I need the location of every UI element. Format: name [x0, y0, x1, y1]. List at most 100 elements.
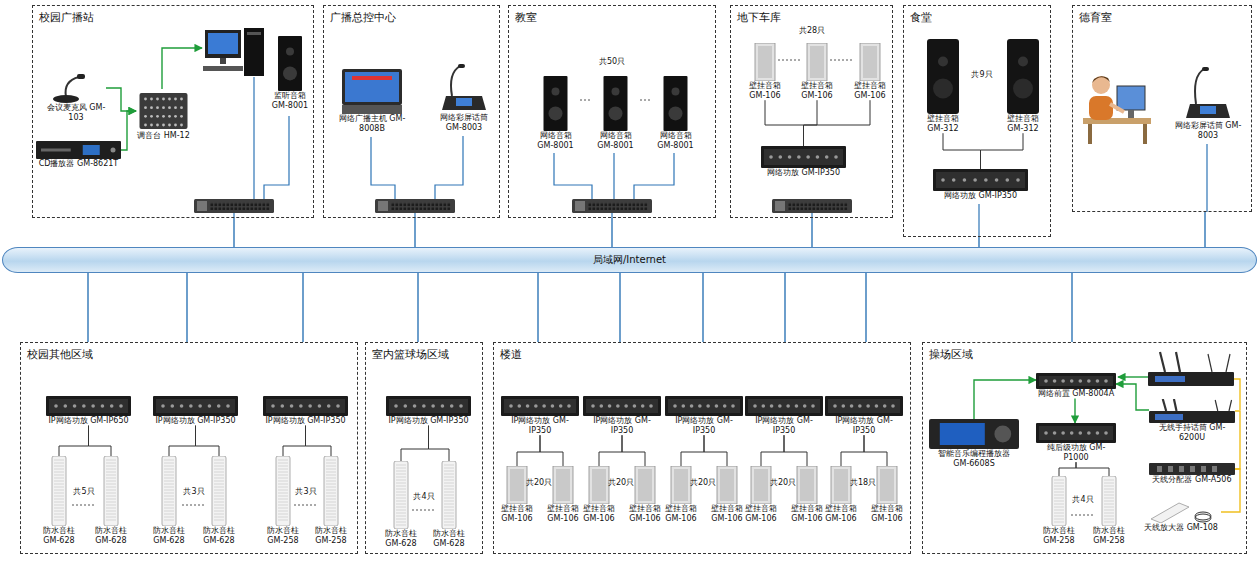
device-label: 防水音柱 GM-628	[381, 529, 421, 548]
device-icon	[533, 76, 578, 131]
device-node: 防水音柱 GM-258	[1039, 476, 1079, 545]
repeat-dots	[182, 505, 206, 506]
device-label: 天线分配器 GM-A506	[1149, 475, 1235, 485]
device-icon	[745, 396, 823, 416]
connector	[981, 133, 1024, 169]
network-wire	[264, 116, 289, 199]
network-wire	[435, 136, 463, 199]
device-label: 监听音箱 GM-8001	[269, 91, 311, 110]
connector	[1235, 411, 1240, 469]
connector	[196, 426, 220, 456]
device-icon	[999, 39, 1047, 114]
connector	[186, 273, 187, 342]
connector	[681, 435, 704, 466]
antenna-wire	[1234, 379, 1240, 410]
device-node: 防水音柱 GM-628	[39, 456, 79, 545]
device-label: 网络功放 GM-IP350	[761, 168, 846, 178]
device-node: 会议麦克风 GM-103	[46, 73, 106, 122]
connector	[978, 237, 979, 247]
person-illustration	[1128, 110, 1134, 118]
device-node: 无线手持话筒 GM-6200U	[1149, 399, 1235, 442]
device-node: 纯后级功放 GM-P1000	[1036, 423, 1116, 462]
connector	[89, 426, 112, 456]
audio-wire	[162, 48, 202, 89]
device-icon	[91, 456, 131, 526]
device-node: 壁挂音箱 GM-106	[545, 466, 581, 523]
device-label: 网络彩屏话筒 GM-8003	[1173, 121, 1243, 140]
device-icon	[1141, 501, 1221, 523]
device-label: IP网络功放 GM-IP350	[501, 416, 579, 435]
wireless-receiver-illustration	[1176, 352, 1180, 372]
device-label: 壁挂音箱 GM-106	[869, 504, 905, 523]
device-icon	[1149, 399, 1235, 423]
device-icon	[919, 39, 967, 114]
device-label: 防水音柱 GM-258	[311, 526, 351, 545]
person-illustration	[1083, 76, 1151, 144]
device-label: 壁挂音箱 GM-106	[744, 81, 786, 100]
connector	[864, 435, 887, 466]
region-heading: 校园其他区域	[21, 344, 99, 365]
device-icon	[136, 91, 191, 131]
connector	[414, 218, 415, 247]
device-icon	[311, 456, 351, 526]
person-illustration	[1110, 104, 1124, 112]
device-node: 壁挂音箱 GM-106	[823, 466, 859, 523]
wireless-receiver-illustration	[1148, 372, 1234, 386]
device-icon	[761, 146, 846, 168]
network-wire	[554, 153, 592, 199]
device-label: IP网络功放 GM-IP350	[263, 416, 348, 426]
connector	[233, 218, 234, 247]
device-icon	[849, 43, 891, 81]
device-label: 网络彩屏话筒 GM-8003	[433, 113, 495, 132]
connector	[865, 273, 866, 342]
device-node: IP网络功放 GM-IP350	[665, 396, 743, 435]
device-node: 防水音柱 GM-258	[263, 456, 303, 545]
device-label: CD播放器 GM-8621T	[36, 159, 121, 169]
device-icon	[46, 73, 106, 103]
connector	[517, 435, 540, 466]
device-label: 壁挂音箱 GM-106	[743, 504, 779, 523]
connector	[1076, 462, 1109, 476]
connector	[429, 426, 450, 461]
count-label: 共28只	[799, 26, 825, 36]
connector	[401, 426, 429, 461]
audio-wire	[162, 48, 1148, 377]
connector	[599, 435, 622, 466]
device-icon	[263, 396, 348, 416]
device-node: 壁挂音箱 GM-106	[627, 466, 663, 523]
device-icon	[929, 419, 1019, 449]
device-label: IP网络功放 GM-IP350	[825, 416, 903, 435]
device-node: 网络广播主机 GM-8008B	[338, 69, 406, 133]
connector	[622, 435, 645, 466]
device-icon	[1149, 463, 1235, 475]
connector	[1059, 462, 1076, 476]
network-switch	[375, 199, 455, 213]
device-icon	[433, 63, 495, 113]
device-node: IP网络功放 GM-IP350	[386, 396, 471, 426]
repeat-dots	[640, 100, 650, 101]
device-label: 防水音柱 GM-628	[429, 529, 469, 548]
region-heading: 室内篮球场区域	[366, 344, 455, 365]
device-icon	[796, 43, 838, 81]
audio-wire	[1118, 376, 1148, 377]
connector	[417, 273, 418, 342]
device-node: 防水音柱 GM-628	[199, 456, 239, 545]
connector	[974, 380, 1036, 419]
device-node: 壁挂音箱 GM-312	[919, 39, 967, 133]
network-wire	[371, 137, 395, 199]
person-illustration	[1143, 124, 1147, 144]
device-label: IP网络功放 GM-IP350	[745, 416, 823, 435]
device-node: 网络音箱 GM-8001	[533, 76, 578, 150]
region-heading: 操场区域	[923, 344, 979, 365]
device-label: 壁挂音箱 GM-106	[581, 504, 617, 523]
repeat-dots	[830, 60, 853, 61]
count-label: 共5只	[73, 487, 94, 497]
connector	[1074, 399, 1075, 423]
network-switch	[772, 199, 852, 213]
device-label: 网络音箱 GM-8001	[593, 131, 638, 150]
connector	[611, 218, 612, 247]
count-label: 共3只	[295, 487, 316, 497]
count-label: 共4只	[1072, 495, 1093, 505]
region-heading: 地下车库	[731, 7, 787, 28]
connector	[302, 273, 303, 342]
